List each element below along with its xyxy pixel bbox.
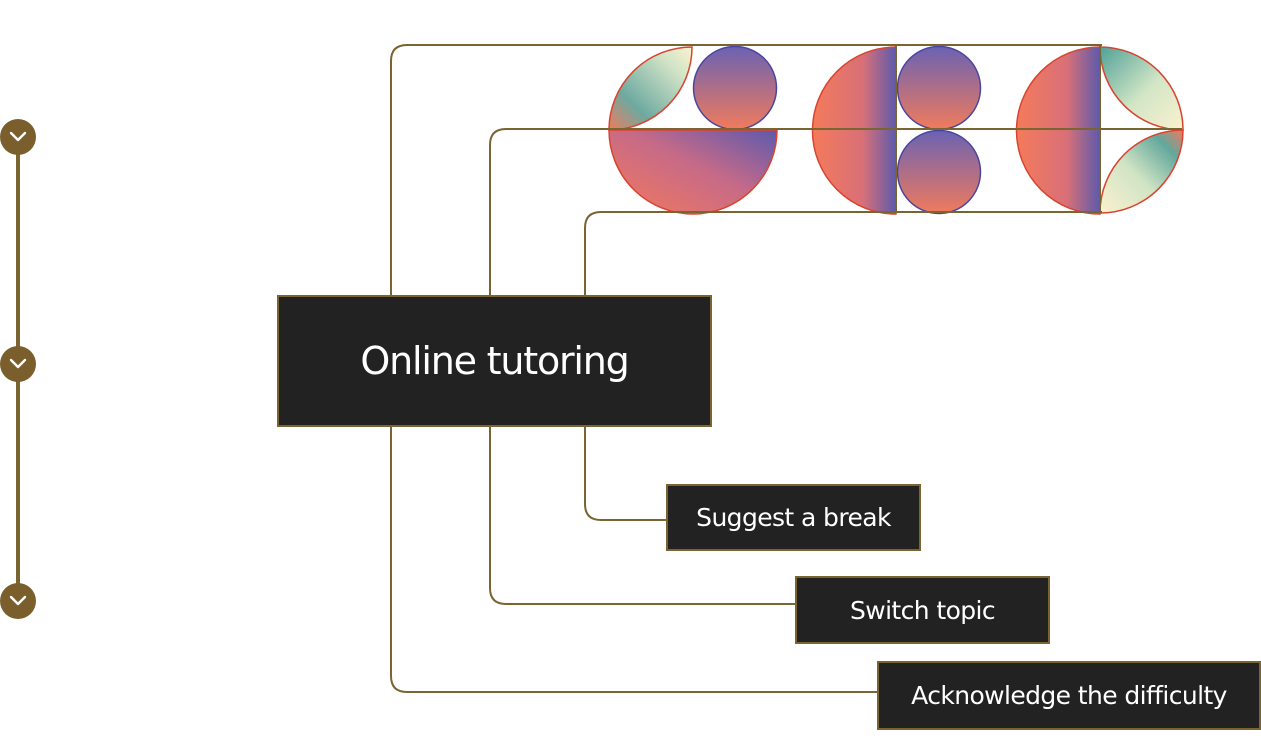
option-label: Switch topic: [849, 595, 996, 625]
circle-shape: [692, 45, 778, 131]
option-suggest-break[interactable]: Suggest a break: [666, 484, 921, 551]
option-switch-topic[interactable]: Switch topic: [795, 576, 1050, 644]
leaf-shape: [1099, 46, 1184, 131]
circle-shape: [896, 129, 982, 215]
timeline-marker-3[interactable]: [0, 583, 36, 619]
connectors-bottom: [390, 426, 878, 693]
central-node: Online tutoring: [277, 295, 712, 427]
gradient-shape-band: [608, 45, 1184, 215]
chevron-down-icon: [9, 358, 27, 369]
half-disc-shape: [1015, 46, 1101, 215]
leaf-shape: [1099, 129, 1184, 214]
timeline-marker-1[interactable]: [0, 119, 36, 155]
leaf-shape: [608, 46, 693, 131]
timeline-marker-2[interactable]: [0, 346, 36, 382]
option-label: Acknowledge the difficulty: [911, 681, 1227, 710]
half-circle-shape: [608, 129, 778, 215]
chevron-down-icon: [9, 131, 27, 142]
option-acknowledge-difficulty[interactable]: Acknowledge the difficulty: [877, 661, 1261, 730]
half-disc-shape: [811, 46, 897, 215]
circle-shape: [896, 45, 982, 131]
central-node-label: Online tutoring: [360, 339, 629, 383]
chevron-down-icon: [9, 595, 27, 606]
connectors-top: [390, 44, 1182, 296]
option-label: Suggest a break: [696, 503, 891, 532]
